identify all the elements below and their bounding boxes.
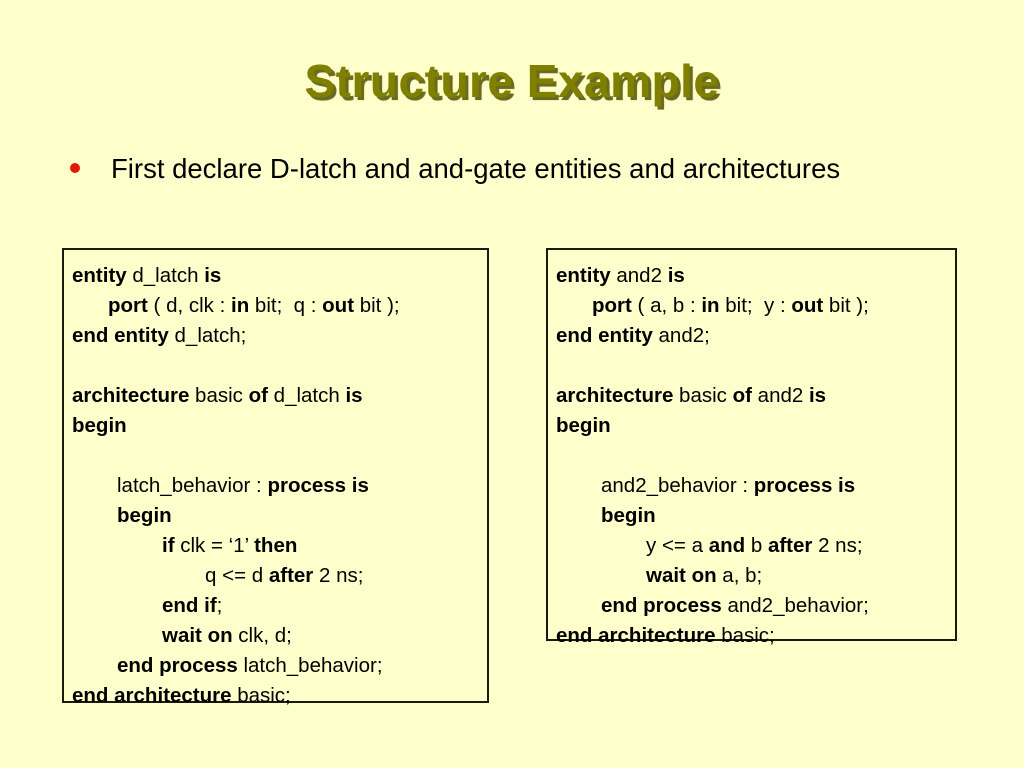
code-keyword: is bbox=[345, 384, 363, 407]
code-keyword: after bbox=[268, 564, 314, 587]
code-keyword: of bbox=[248, 384, 268, 407]
code-text: basic bbox=[189, 384, 249, 407]
code-line: wait on clk, d; bbox=[72, 621, 479, 651]
code-keyword: is bbox=[808, 384, 827, 407]
code-line: entity and2 is bbox=[556, 261, 947, 291]
code-line: latch_behavior : process is bbox=[72, 471, 479, 501]
code-keyword: process is bbox=[267, 474, 369, 497]
code-line bbox=[72, 441, 479, 471]
code-keyword: begin bbox=[72, 414, 127, 437]
code-line: q <= d after 2 ns; bbox=[72, 561, 479, 591]
code-keyword: entity bbox=[72, 264, 127, 287]
code-line: port ( d, clk : in bit; q : out bit ); bbox=[72, 291, 479, 321]
code-keyword: end architecture bbox=[72, 684, 232, 707]
code-text: and2 bbox=[751, 384, 809, 407]
code-line: end process latch_behavior; bbox=[72, 651, 479, 681]
code-keyword: end process bbox=[601, 594, 722, 617]
code-line bbox=[556, 441, 947, 471]
code-text: clk = ‘1’ bbox=[174, 534, 255, 557]
code-keyword: process is bbox=[753, 474, 856, 497]
code-keyword: then bbox=[254, 534, 298, 557]
code-keyword: is bbox=[204, 264, 222, 287]
code-keyword: after bbox=[767, 534, 813, 557]
code-text: clk, d; bbox=[232, 624, 292, 647]
code-keyword: wait on bbox=[646, 564, 717, 587]
code-line: end entity d_latch; bbox=[72, 321, 479, 351]
code-keyword: end entity bbox=[556, 324, 653, 347]
code-keyword: out bbox=[322, 294, 355, 317]
page-title: Structure Example bbox=[304, 55, 720, 107]
code-text: 2 ns; bbox=[313, 564, 364, 587]
code-keyword: entity bbox=[556, 264, 611, 287]
code-text: q <= d bbox=[205, 564, 269, 587]
code-text: and2_behavior : bbox=[601, 474, 754, 497]
code-text: ( d, clk : bbox=[147, 294, 232, 317]
bullet-item-label: First declare D-latch and and-gate entit… bbox=[111, 153, 841, 184]
code-text: ; bbox=[216, 594, 223, 617]
code-line: begin bbox=[72, 411, 479, 441]
code-keyword: end process bbox=[117, 654, 238, 677]
code-text: basic bbox=[673, 384, 733, 407]
code-keyword: end if bbox=[162, 594, 217, 617]
code-line: end process and2_behavior; bbox=[556, 591, 947, 621]
code-text: a, b; bbox=[716, 564, 763, 587]
code-keyword: if bbox=[162, 534, 175, 557]
code-keyword: out bbox=[791, 294, 824, 317]
code-keyword: port bbox=[108, 294, 148, 317]
code-text: 2 ns; bbox=[812, 534, 863, 557]
code-line: begin bbox=[72, 501, 479, 531]
code-keyword: begin bbox=[117, 504, 172, 527]
code-line bbox=[556, 351, 947, 381]
code-text: bit; y : bbox=[719, 294, 792, 317]
code-text: basic; bbox=[231, 684, 291, 707]
bullet-marker-icon bbox=[70, 163, 80, 173]
code-text: and2_behavior; bbox=[721, 594, 869, 617]
code-line: end entity and2; bbox=[556, 321, 947, 351]
code-keyword: is bbox=[667, 264, 685, 287]
code-keyword: end entity bbox=[72, 324, 169, 347]
code-text: ( a, b : bbox=[631, 294, 702, 317]
code-text: b bbox=[745, 534, 768, 557]
code-keyword: architecture bbox=[72, 384, 190, 407]
code-line: architecture basic of and2 is bbox=[556, 381, 947, 411]
code-text: bit ); bbox=[823, 294, 869, 317]
code-text: bit ); bbox=[354, 294, 400, 317]
code-keyword: wait on bbox=[162, 624, 233, 647]
code-keyword: begin bbox=[556, 414, 611, 437]
code-text: basic; bbox=[715, 624, 775, 647]
code-line: entity d_latch is bbox=[72, 261, 479, 291]
code-text: d_latch bbox=[267, 384, 346, 407]
code-keyword: begin bbox=[601, 504, 656, 527]
code-keyword: of bbox=[732, 384, 752, 407]
code-text: bit; q : bbox=[249, 294, 323, 317]
code-line: end if; bbox=[72, 591, 479, 621]
code-line: and2_behavior : process is bbox=[556, 471, 947, 501]
code-line: y <= a and b after 2 ns; bbox=[556, 531, 947, 561]
code-text: d_latch; bbox=[168, 324, 247, 347]
code-text: and2 bbox=[610, 264, 668, 287]
code-line: begin bbox=[556, 411, 947, 441]
code-line: end architecture basic; bbox=[72, 681, 479, 711]
code-keyword: in bbox=[231, 294, 250, 317]
code-line: architecture basic of d_latch is bbox=[72, 381, 479, 411]
code-keyword: and bbox=[708, 534, 746, 557]
code-line: wait on a, b; bbox=[556, 561, 947, 591]
code-line: end architecture basic; bbox=[556, 621, 947, 651]
code-keyword: architecture bbox=[556, 384, 674, 407]
code-line: begin bbox=[556, 501, 947, 531]
code-line bbox=[72, 351, 479, 381]
code-keyword: in bbox=[701, 294, 720, 317]
code-text: latch_behavior; bbox=[237, 654, 383, 677]
code-text: latch_behavior : bbox=[117, 474, 268, 497]
code-keyword: port bbox=[592, 294, 632, 317]
code-line: if clk = ‘1’ then bbox=[72, 531, 479, 561]
bullet-item: First declare D-latch and and-gate entit… bbox=[70, 150, 880, 187]
code-text: d_latch bbox=[126, 264, 205, 287]
code-line: port ( a, b : in bit; y : out bit ); bbox=[556, 291, 947, 321]
code-text: y <= a bbox=[646, 534, 709, 557]
code-text: and2; bbox=[652, 324, 710, 347]
code-keyword: end architecture bbox=[556, 624, 716, 647]
